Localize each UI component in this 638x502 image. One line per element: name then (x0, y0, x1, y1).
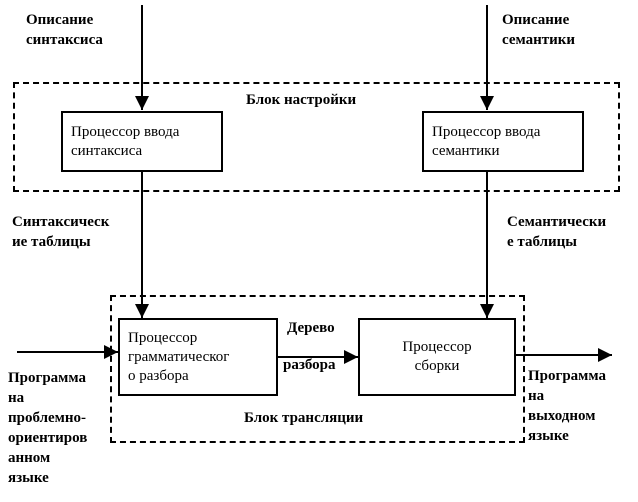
semantic-tables-label: Семантически е таблицы (507, 214, 607, 250)
syntax-description-label: Описание синтаксиса (26, 12, 103, 48)
assembly-processor: Процессор сборки (358, 318, 516, 396)
translation-block-group (110, 295, 525, 443)
parse-tree-label-top: Дерево (287, 320, 335, 336)
syntax-input-processor: Процессор ввода синтаксиса (61, 111, 223, 172)
output-program-label: Программа на выходном языке (528, 368, 606, 444)
semantics-description-label: Описание семантики (502, 12, 576, 48)
input-program-label: Программа на проблемно- ориентиров анном… (8, 370, 88, 486)
translation-block-title: Блок трансляции (244, 410, 364, 426)
setup-block-title: Блок настройки (246, 92, 357, 108)
syntax-tables-label: Синтаксическ ие таблицы (12, 214, 110, 250)
parse-tree-label-bottom: разбора (283, 357, 336, 373)
parser-processor: Процессор грамматическог о разбора (118, 318, 278, 396)
semantics-input-processor: Процессор ввода семантики (422, 111, 584, 172)
setup-block-group (13, 82, 620, 192)
